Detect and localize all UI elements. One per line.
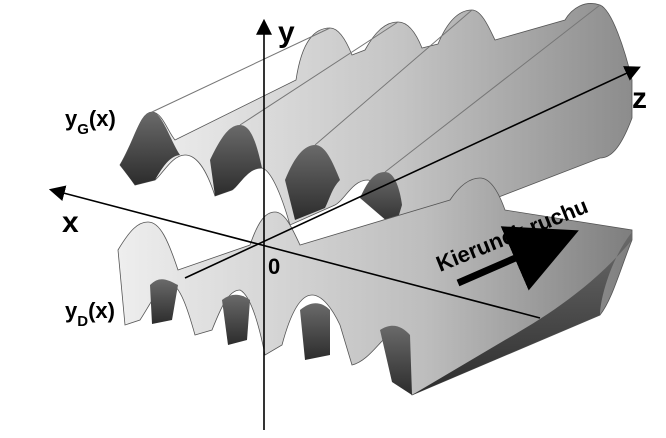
- lower-curve-subscript: D: [77, 313, 88, 330]
- lower-curve-label: yD(x): [65, 298, 115, 330]
- upper-crest-face-1: [120, 112, 180, 185]
- upper-curve-label: yG(x): [65, 106, 116, 138]
- upper-curve-argument: (x): [89, 106, 116, 131]
- x-axis: [48, 185, 541, 319]
- lower-end-face: [412, 232, 632, 395]
- y-axis-label: y: [278, 16, 295, 49]
- upper-crest-lines: [151, 4, 601, 173]
- x-axis-label: x: [62, 206, 79, 239]
- lower-trough-face-1: [150, 279, 178, 324]
- upper-surface: [119, 3, 633, 236]
- z-axis-label: z: [632, 82, 647, 115]
- upper-curve-subscript: G: [77, 121, 89, 138]
- lower-trough-face-4: [380, 325, 412, 395]
- lower-trough-face-2: [222, 294, 250, 345]
- axes: [48, 18, 641, 430]
- lower-curve-name: y: [65, 298, 78, 323]
- lower-curve-argument: (x): [88, 298, 115, 323]
- lower-trough-face-3: [300, 303, 330, 360]
- origin-label: 0: [268, 254, 280, 279]
- upper-crest-face-4: [360, 172, 402, 228]
- upper-crest-face-2: [210, 125, 262, 196]
- upper-crest-face-3: [285, 145, 340, 220]
- z-axis: [184, 66, 641, 279]
- upper-curve-name: y: [65, 106, 78, 131]
- direction-arrow: [456, 226, 579, 291]
